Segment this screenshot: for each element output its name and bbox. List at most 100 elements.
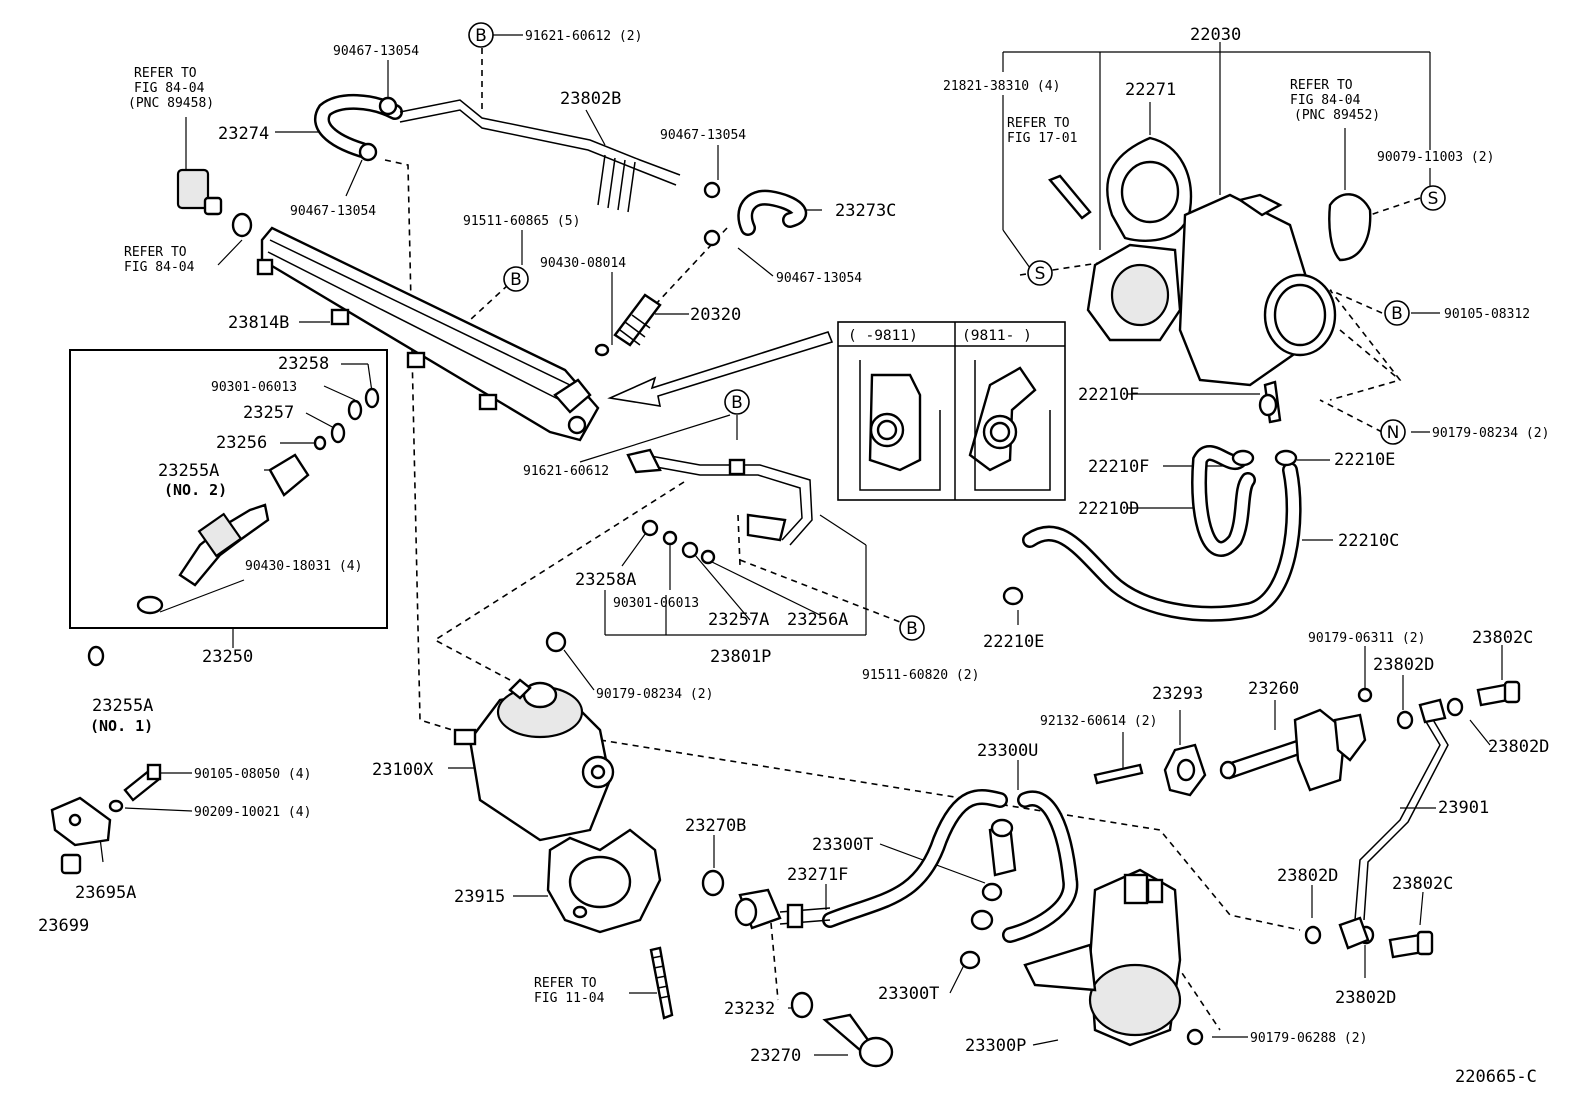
label-91621-60612: 91621-60612 xyxy=(523,464,609,479)
label-23802d-b: 23802D xyxy=(1488,737,1549,757)
callout-s-1: S xyxy=(1027,260,1053,286)
delivery-pipe-23814b xyxy=(256,226,600,442)
label-23274: 23274 xyxy=(218,124,269,144)
label-23814b: 23814B xyxy=(228,313,289,333)
plug-23699 xyxy=(60,853,82,875)
diagram-id: 220665-C xyxy=(1455,1067,1537,1087)
callout-b-3: B xyxy=(724,389,750,415)
gaskets-23802d xyxy=(1304,687,1464,945)
label-20320: 20320 xyxy=(690,305,741,325)
label-92132-60614: 92132-60614 (2) xyxy=(1040,714,1157,729)
label-21821-38310: 21821-38310 (4) xyxy=(943,79,1060,94)
label-23300u: 23300U xyxy=(977,741,1038,761)
label-refer-1701-a: REFER TO xyxy=(1007,116,1070,131)
washer-90209 xyxy=(108,799,124,813)
label-90301-06013-a: 90301-06013 xyxy=(211,380,297,395)
label-refer-89452-b: FIG 84-04 xyxy=(1290,93,1361,108)
label-90430-18031: 90430-18031 (4) xyxy=(245,559,362,574)
label-refer-89452-a: REFER TO xyxy=(1290,78,1353,93)
callout-b-4: B xyxy=(899,615,925,641)
callout-n: N xyxy=(1380,419,1406,445)
label-23250: 23250 xyxy=(202,647,253,667)
vacuum-hose-23274 xyxy=(314,93,403,158)
label-refer-8404-a: REFER TO xyxy=(124,245,187,260)
label-refer-1104-b: FIG 11-04 xyxy=(534,991,605,1006)
label-refer-8404-b: FIG 84-04 xyxy=(124,260,195,275)
callout-s-2: S xyxy=(1420,185,1446,211)
label-90467-13054-mid: 90467-13054 xyxy=(660,128,746,143)
label-90179-08234-2b: 90179-08234 (2) xyxy=(1432,426,1549,441)
pointer-arrow xyxy=(607,331,834,407)
label-23300t-b: 23300T xyxy=(878,984,939,1004)
label-23100x: 23100X xyxy=(372,760,434,780)
label-23699: 23699 xyxy=(38,916,89,936)
cold-start-injector-23260 xyxy=(1219,708,1367,792)
callout-b-1: B xyxy=(468,22,494,48)
svg-text:B: B xyxy=(1391,304,1403,324)
svg-text:N: N xyxy=(1387,423,1400,443)
label-22210c: 22210C xyxy=(1338,531,1399,551)
label-91621-60612-2: 91621-60612 (2) xyxy=(525,29,642,44)
hose-23300u xyxy=(822,789,1079,943)
fitting-23270b xyxy=(701,869,725,897)
inset-box: ( -9811) (9811- ) xyxy=(837,321,1066,501)
label-90209-10021: 90209-10021 (4) xyxy=(194,805,311,820)
label-23802c-a: 23802C xyxy=(1472,628,1533,648)
label-91511-60865: 91511-60865 (5) xyxy=(463,214,580,229)
hose-22210c xyxy=(1022,462,1302,622)
label-refer-89452-c: (PNC 89452) xyxy=(1294,108,1380,123)
sensor-89458 xyxy=(176,168,253,238)
label-23802c-b: 23802C xyxy=(1392,874,1453,894)
label-23801p: 23801P xyxy=(710,647,771,667)
hose-23271f xyxy=(779,903,831,929)
union-bolt-23270 xyxy=(822,1013,894,1068)
label-91511-60820: 91511-60820 (2) xyxy=(862,668,979,683)
o-ring-23255a-no1 xyxy=(87,645,105,667)
gasket-23232 xyxy=(790,991,814,1019)
svg-text:B: B xyxy=(510,270,522,290)
label-23270b: 23270B xyxy=(685,816,746,836)
label-23258: 23258 xyxy=(278,354,329,374)
union-bolt-23802c-2 xyxy=(1388,930,1434,959)
label-23273c: 23273C xyxy=(835,201,896,221)
spacer-23915 xyxy=(546,828,662,934)
callout-b-5: B xyxy=(1384,300,1410,326)
label-refer-89458-c: (PNC 89458) xyxy=(128,96,214,111)
label-refer-1104-a: REFER TO xyxy=(534,976,597,991)
stud-1104 xyxy=(649,946,674,1020)
vsv-20320 xyxy=(594,293,662,357)
label-23258a: 23258A xyxy=(575,570,636,590)
label-23915: 23915 xyxy=(454,887,505,907)
label-23802d-c: 23802D xyxy=(1277,866,1338,886)
label-refer-1701-b: FIG 17-01 xyxy=(1007,131,1077,146)
label-90079-11003: 90079-11003 (2) xyxy=(1377,150,1494,165)
svg-text:B: B xyxy=(731,393,743,413)
gasket-23695a xyxy=(50,796,112,847)
label-23257a: 23257A xyxy=(708,610,769,630)
fuel-filter-23300p xyxy=(1023,868,1204,1047)
label-23232: 23232 xyxy=(724,999,775,1019)
union-bolt-23802c xyxy=(1476,680,1521,707)
inset-right-heading: (9811- ) xyxy=(962,328,1032,344)
label-22210e-b: 22210E xyxy=(983,632,1044,652)
fitting-23271f-end xyxy=(734,888,782,930)
injector-kit-box-23250 xyxy=(69,349,388,629)
hose-23273c xyxy=(703,181,808,247)
leader-lines xyxy=(99,34,1503,1056)
label-23802b: 23802B xyxy=(560,89,621,109)
label-refer-89458-a: REFER TO xyxy=(134,66,197,81)
injector-pipe-23901 xyxy=(1338,698,1449,950)
fuel-pipe-23802b xyxy=(399,99,681,213)
bolt-90105-08050 xyxy=(123,763,162,802)
label-23260: 23260 xyxy=(1248,679,1299,699)
label-90467-13054-top: 90467-13054 xyxy=(333,44,419,59)
label-90179-06288: 90179-06288 (2) xyxy=(1250,1031,1367,1046)
part-labels: 91621-60612 (2) 90467-13054 REFER TO FIG… xyxy=(38,25,1549,1087)
label-23293: 23293 xyxy=(1152,684,1203,704)
label-23270: 23270 xyxy=(750,1046,801,1066)
gaskets-23801p xyxy=(641,519,716,565)
label-23271f: 23271F xyxy=(787,865,848,885)
hose-clamp xyxy=(358,96,398,162)
label-23300p: 23300P xyxy=(965,1036,1026,1056)
